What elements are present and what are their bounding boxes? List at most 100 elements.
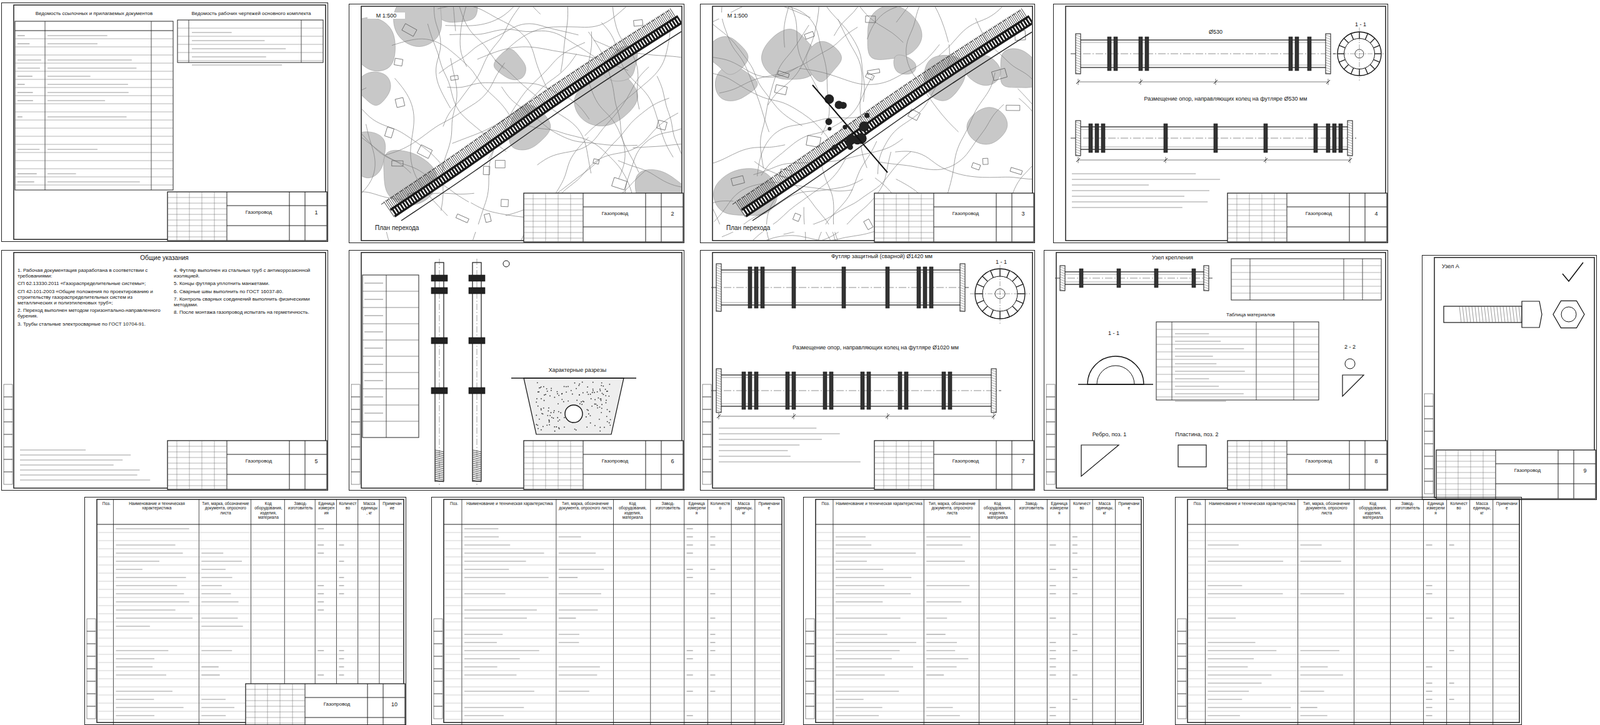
sheet-number: 3 (1013, 210, 1033, 217)
note-text: 5. Концы футляра уплотнить манжетами. (173, 280, 320, 287)
note-text: СП 42-101-2003 «Общие положения по проек… (16, 288, 164, 307)
title-block (523, 440, 684, 490)
sheet-number: 6 (663, 458, 682, 465)
notes-column: 1. Рабочая документация разработана в со… (16, 267, 164, 329)
title-block (245, 683, 405, 725)
table-header-cell: Код оборудования, изделия, материала (615, 501, 650, 520)
note-text: 3. Трубы стальные электросварные по ГОСТ… (16, 321, 164, 327)
drawing-sheet: План перехода (700, 3, 1035, 244)
table-header-cell: Примечание (756, 501, 782, 511)
table-header-cell: Количество (1071, 501, 1092, 511)
note-text: 4. Футляр выполнен из стальных труб с ан… (173, 267, 320, 279)
table-header-cell: Единица измерения (1048, 501, 1069, 515)
stamp-title: Газопровод (1498, 467, 1557, 474)
title-block (1436, 450, 1596, 499)
table-header-cell: Наименование и техническая характеристик… (115, 501, 199, 511)
table-header-cell: Завод-изготовитель (1016, 501, 1047, 511)
sheet-title: Размещение опор, направляющих колец на ф… (775, 344, 976, 351)
sheet-title: Размещение опор, направляющих колец на ф… (1122, 95, 1329, 102)
drawing-sheet: Узел крепленияТаблица материалов (1043, 250, 1389, 491)
title-block (523, 193, 684, 242)
drawing-sheet: Размещение опор, направляющих колец на ф… (1053, 3, 1389, 244)
dimension-label: Ø530 (1203, 28, 1229, 35)
sheet-title: Таблица материалов (1200, 311, 1301, 318)
table-header-cell: Масса единицы, кг (1094, 501, 1115, 515)
stamp-title: Газопровод (230, 209, 288, 215)
table-header-cell: Количество (709, 501, 731, 511)
stamp-title: Газопровод (586, 458, 644, 464)
table-header-cell: Масса единицы, кг (733, 501, 755, 515)
table-header-cell: Единица измерения (1425, 501, 1447, 515)
table-header-cell: Количество (1448, 501, 1470, 511)
table-header-cell: Поз. (446, 501, 462, 506)
drawing-sheet: Ведомость ссылочных и прилагаемых докуме… (1, 2, 329, 242)
sheet-art (433, 499, 782, 725)
sheet-art (598, 0, 1151, 349)
part-label: Ребро, поз. 1 (1081, 431, 1138, 438)
stamp-title: Газопровод (230, 458, 288, 464)
table-header-cell: Масса единицы, кг (1471, 501, 1493, 515)
table-header-cell: Масса единицы, кг (360, 501, 379, 515)
drawing-sheet: Футляр защитный (сварной) Ø1420 мм Размещ… (700, 250, 1035, 491)
title-block (167, 191, 327, 241)
table-header-cell: Единица измерения (316, 501, 336, 515)
scale-label: М 1:500 (718, 12, 757, 19)
sheet-title: Футляр защитный (сварной) Ø1420 мм (803, 253, 960, 260)
note-text: 7. Контроль сварных соединений выполнить… (173, 296, 320, 308)
stamp-title: Газопровод (1290, 210, 1348, 217)
section-label: 1 - 1 (988, 258, 1014, 265)
sheet-title: Общие указания (114, 254, 215, 262)
sheet-number: 4 (1366, 210, 1386, 217)
sheet-title: Характерные разрезы (515, 366, 640, 374)
notes-column: 4. Футляр выполнен из стальных труб с ан… (173, 267, 320, 317)
table-header-cell: Завод-изготовитель (1392, 501, 1424, 511)
stamp-title: Газопровод (586, 210, 644, 217)
table-header-cell: Наименование и техническая характеристик… (1206, 501, 1297, 506)
sheet-number: 5 (306, 458, 326, 465)
note-text: 6. Сварные швы выполнить по ГОСТ 16037-8… (173, 288, 320, 295)
sheet-number: 1 (306, 209, 326, 216)
sheet-title: Узел А (1441, 263, 1492, 270)
table-header-cell: Поз. (818, 501, 833, 506)
stamp-title: Газопровод (1290, 458, 1348, 464)
section-label: 1 - 1 (1101, 330, 1127, 337)
title-block (167, 440, 327, 490)
section-label: 1 - 1 (1348, 21, 1374, 28)
stamp-title: Газопровод (936, 458, 995, 464)
table-header-cell: Завод-изготовитель (286, 501, 315, 511)
table-header-cell: Тип, марка, обозначение документа, опрос… (1300, 501, 1354, 515)
table-header-cell: Примечание (1495, 501, 1519, 511)
table-header-cell: Примечание (381, 501, 404, 511)
sheet-title: Ведомость рабочих чертежей основного ком… (180, 10, 323, 17)
stamp-title: Газопровод (308, 701, 366, 707)
drawing-sheet: Поз.Наименование и техническая характери… (84, 496, 407, 725)
drawing-sheet: Характерные разрезы (348, 250, 685, 491)
title-block (874, 193, 1034, 242)
table-header-cell: Поз. (100, 501, 113, 506)
drawing-sheet: Узел А (1421, 255, 1597, 500)
drawing-sheet: Поз.Наименование и техническая характери… (1175, 496, 1522, 725)
note-text: 1. Рабочая документация разработана в со… (16, 267, 164, 279)
table-header-cell: Количество (338, 501, 357, 511)
table-header-cell: Примечание (1116, 501, 1141, 511)
drawing-sheet: Поз.Наименование и техническая характери… (431, 496, 785, 725)
stamp-title: Газопровод (936, 210, 995, 217)
table-header-cell: Тип, марка, обозначение документа, опрос… (558, 501, 614, 511)
section-label: 2 - 2 (1337, 343, 1363, 350)
sheet-title: План перехода (725, 224, 864, 232)
table-header-cell: Единица измерения (686, 501, 708, 515)
table-header-cell: Завод-изготовитель (652, 501, 684, 511)
table-header-cell: Тип, марка, обозначение документа, опрос… (925, 501, 979, 515)
title-block (874, 440, 1034, 490)
sheet-art (805, 499, 1142, 725)
title-block (1227, 193, 1387, 242)
note-text: 8. После монтажа газопровод испытать на … (173, 309, 320, 315)
sheet-title: План перехода (374, 224, 512, 232)
title-block (1227, 440, 1387, 490)
table-header-cell: Наименование и техническая характеристик… (463, 501, 556, 506)
table-header-cell: Код оборудования, изделия, материала (981, 501, 1015, 520)
drawing-sheet: Поз.Наименование и техническая характери… (803, 496, 1144, 725)
table-header-cell: Тип, марка, обозначение документа, опрос… (200, 501, 250, 515)
